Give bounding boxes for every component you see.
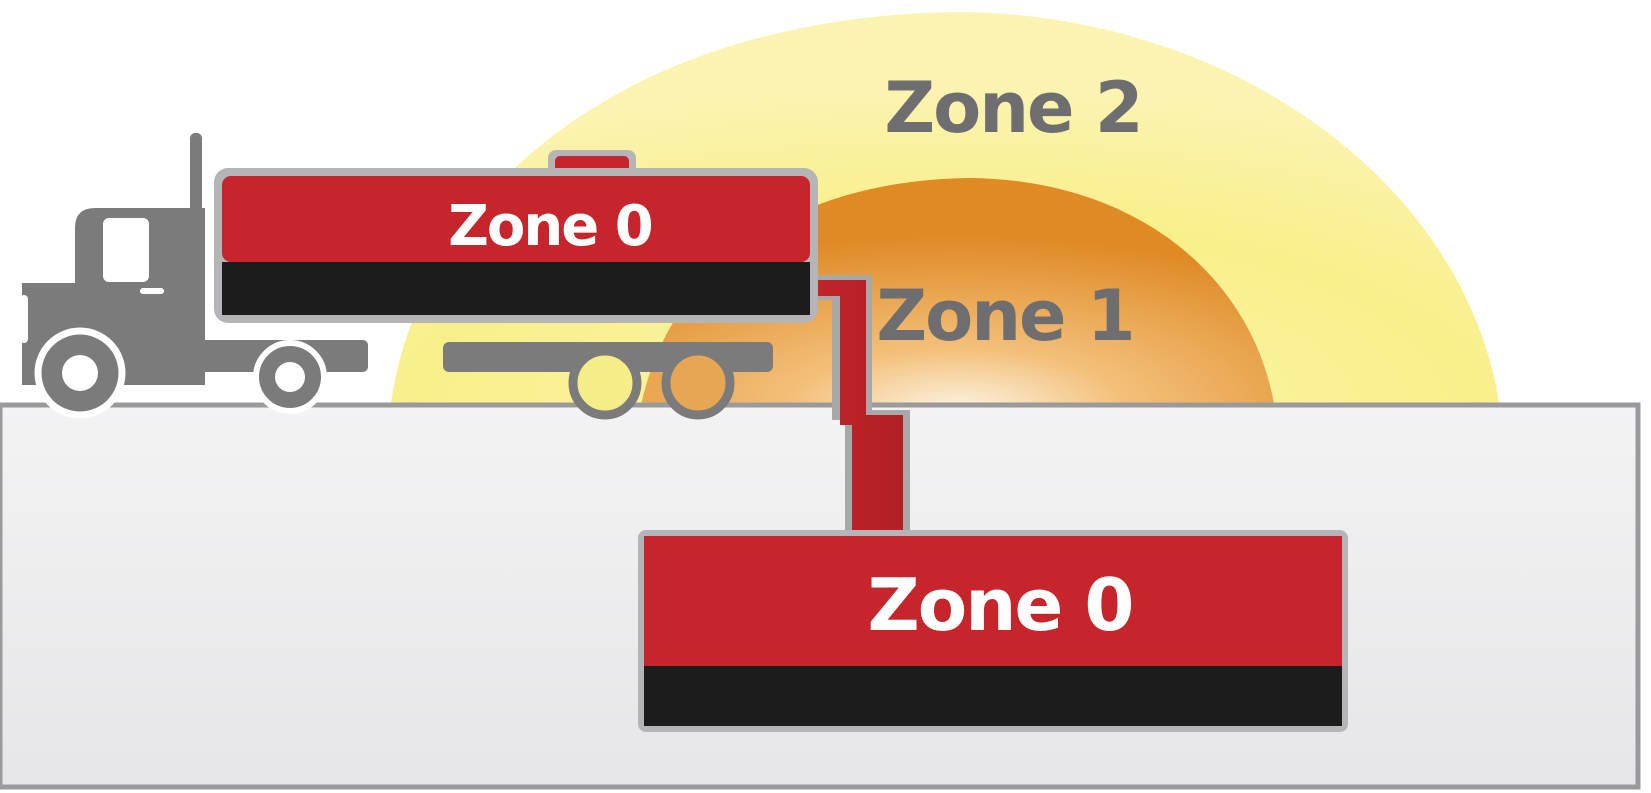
zone-1-label: Zone 1 bbox=[876, 275, 1133, 357]
transfer-pipe bbox=[775, 275, 910, 540]
wheel-icon bbox=[661, 346, 735, 420]
cab-handle bbox=[140, 288, 164, 294]
storage-tank bbox=[638, 530, 1348, 732]
cab-headlight bbox=[20, 295, 28, 343]
zone-2-label: Zone 2 bbox=[884, 67, 1141, 149]
wheel-icon bbox=[253, 340, 327, 414]
tanker-trailer bbox=[214, 150, 818, 323]
tanker-zone-label: Zone 0 bbox=[448, 194, 651, 259]
storage-tank-zone-label: Zone 0 bbox=[868, 563, 1133, 647]
wheel-icon bbox=[568, 346, 642, 420]
cab-window bbox=[103, 218, 149, 282]
wheel-icon bbox=[34, 327, 126, 419]
